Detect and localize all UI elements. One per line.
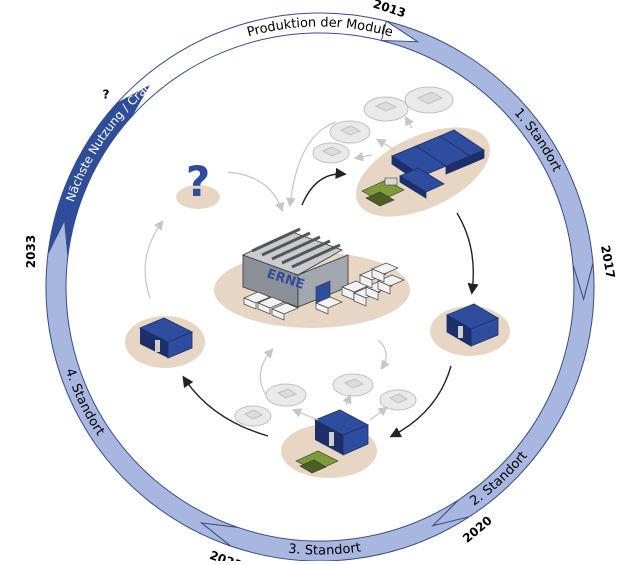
site-4-building <box>139 317 193 359</box>
site-2-group <box>430 303 510 356</box>
label-site-2: 2. Standort <box>467 449 530 509</box>
year-label-2023: 2023 <box>208 548 244 561</box>
arrow-site-3-to-ghost-c <box>369 406 388 421</box>
factory-group: ERNE <box>214 227 410 328</box>
label-site-3-text: 3. Standort <box>287 540 362 558</box>
label-site-2-text: 2. Standort <box>467 449 530 509</box>
year-label-2033: 2033 <box>24 235 38 268</box>
arrow-site-2-to-site-3 <box>389 365 452 438</box>
site-1-group <box>312 86 491 217</box>
arrow-site-3-ghosts-to-factory <box>259 348 274 396</box>
ring-segment-production <box>115 12 387 118</box>
site-3-ghost-modules <box>234 373 417 427</box>
arrow-site-4-to-unknown <box>144 220 164 299</box>
flow-arrows <box>144 115 479 438</box>
site-2-building <box>446 303 499 347</box>
label-site-1: 1. Standort <box>511 106 564 175</box>
unknown-ground <box>176 185 220 209</box>
year-label-2013: 2013 <box>371 0 407 20</box>
site-1-modules <box>391 129 485 199</box>
arrow-site-1-to-ghost-a <box>375 138 396 151</box>
site-1-ghost-modules <box>312 86 454 164</box>
arrow-site-1-to-ghost-b <box>404 115 414 129</box>
arrow-site-1-to-site-2 <box>456 212 479 295</box>
year-label-unknown: ? <box>103 87 110 101</box>
arrow-factory-to-site-1 <box>301 167 347 206</box>
arrow-factory-to-site-3-ghosts <box>377 339 390 371</box>
arrow-site-3-to-ghost-b <box>342 393 352 406</box>
arrow-site-3-to-ghost-a <box>291 408 319 421</box>
ring-segment-site-2 <box>431 262 595 527</box>
stacked-modules-left <box>243 291 343 321</box>
arrow-site-1-to-ghost-c <box>353 151 373 162</box>
arrow-unknown-to-factory <box>227 171 285 213</box>
site-3-greenery <box>295 450 339 474</box>
site-3-group <box>234 373 417 478</box>
label-site-1-text: 1. Standort <box>511 106 564 175</box>
stacked-modules-right <box>341 262 405 307</box>
factory-icon: ERNE <box>241 227 349 308</box>
site-4-group <box>125 316 205 368</box>
label-site-3: 3. Standort <box>287 540 362 558</box>
ring-segment-next-use <box>47 84 151 257</box>
unknown-next-use-group: ? <box>176 157 220 209</box>
lifecycle-ring <box>45 12 595 562</box>
site-1-greenery <box>361 177 405 207</box>
question-mark-icon: ? <box>186 157 210 206</box>
arrow-site-3-to-site-4 <box>182 375 269 437</box>
arrow-site-1-return-to-factory <box>286 121 337 208</box>
year-label-2017: 2017 <box>598 244 618 279</box>
site-3-building <box>314 409 369 456</box>
